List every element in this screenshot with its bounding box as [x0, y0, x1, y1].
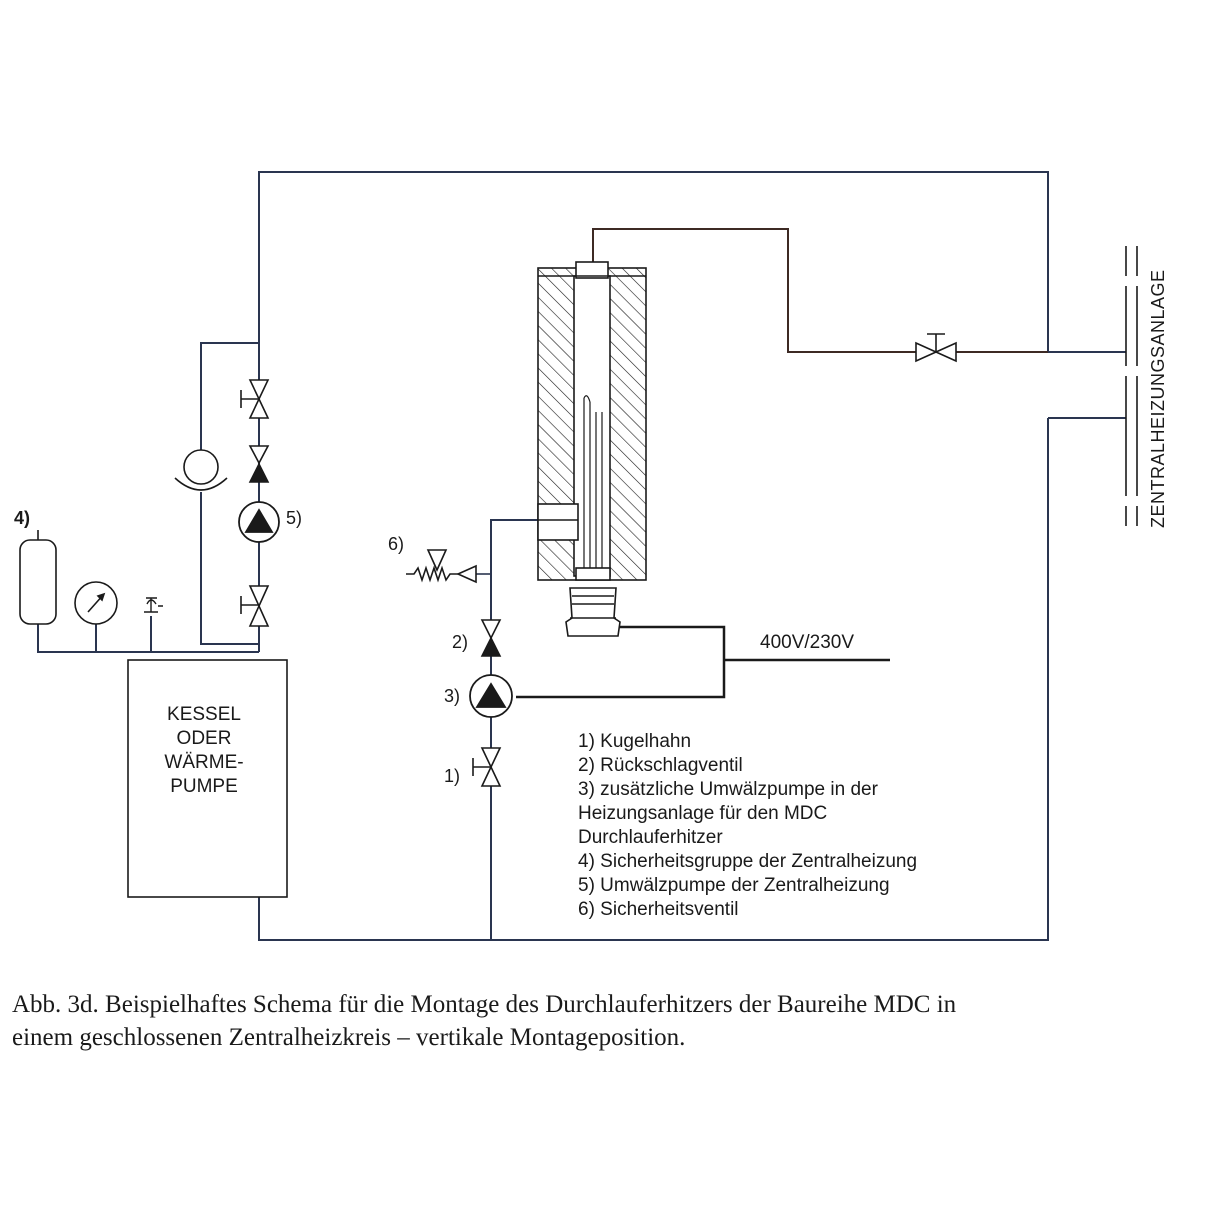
- legend-item: 4) Sicherheitsgruppe der Zentralheizung: [578, 851, 917, 872]
- legend: 1) Kugelhahn 2) Rückschlagventil 3) zusä…: [578, 731, 917, 920]
- flow-heater: [537, 261, 647, 637]
- return-pipe-bottom: [258, 418, 1049, 941]
- boiler-label-line4: PUMPE: [170, 776, 238, 797]
- supply-pipe-top: [258, 171, 1049, 652]
- boiler-label-line1: KESSEL: [167, 704, 241, 725]
- caption-line-2: einem geschlossenen Zentralheizkreis – v…: [12, 1024, 686, 1051]
- label-6: 6): [388, 534, 404, 554]
- boiler-label-line3: WÄRME-: [164, 752, 243, 773]
- ball-valve-1-icon: [472, 747, 502, 787]
- bypass-pipe-lower: [200, 492, 259, 645]
- caption-line-1: Abb. 3d. Beispielhaftes Schema für die M…: [12, 991, 957, 1018]
- circulation-pump-3-icon: [469, 674, 513, 718]
- pressure-gauge-icon: [74, 581, 118, 625]
- safety-valve-6-icon: [406, 549, 491, 584]
- heater-outlet-pipe: [592, 228, 1048, 353]
- legend-item: Heizungsanlage für den MDC: [578, 803, 827, 824]
- circulation-pump-5-icon: [238, 501, 280, 543]
- figure-caption: Abb. 3d. Beispielhaftes Schema für die M…: [12, 988, 1207, 1054]
- label-4: 4): [14, 508, 30, 528]
- ball-valve-upper-icon: [240, 379, 270, 419]
- legend-item: Durchlauferhitzer: [578, 827, 723, 848]
- legend-item: 2) Rückschlagventil: [578, 755, 743, 776]
- heating-system-bar: [1125, 246, 1138, 536]
- ball-valve-lower-icon: [240, 585, 270, 627]
- expansion-vessel-icon: [19, 530, 57, 625]
- safety-group-pipe: [37, 624, 259, 653]
- label-5: 5): [286, 508, 302, 528]
- safety-valve-small-icon: [144, 597, 163, 613]
- power-cable: [516, 625, 890, 699]
- legend-item: 1) Kugelhahn: [578, 731, 691, 752]
- power-label: 400V/230V: [760, 632, 854, 653]
- legend-item: 5) Umwälzpumpe der Zentralheizung: [578, 875, 890, 896]
- legend-item: 3) zusätzliche Umwälzpumpe in der: [578, 779, 879, 800]
- boiler: [127, 659, 288, 898]
- check-valve-2-icon: [480, 619, 502, 657]
- label-2: 2): [452, 632, 468, 652]
- check-valve-icon: [248, 445, 270, 483]
- heater-inlet-pipe: [490, 519, 538, 940]
- bypass-regulator-icon: [174, 449, 228, 491]
- boiler-label-line2: ODER: [177, 728, 232, 749]
- heating-system-label: ZENTRALHEIZUNGSANLAGE: [1148, 269, 1168, 528]
- label-3: 3): [444, 686, 460, 706]
- label-1: 1): [444, 766, 460, 786]
- outlet-ball-valve-icon: [915, 333, 957, 363]
- bypass-pipe: [200, 342, 259, 452]
- legend-item: 6) Sicherheitsventil: [578, 899, 739, 920]
